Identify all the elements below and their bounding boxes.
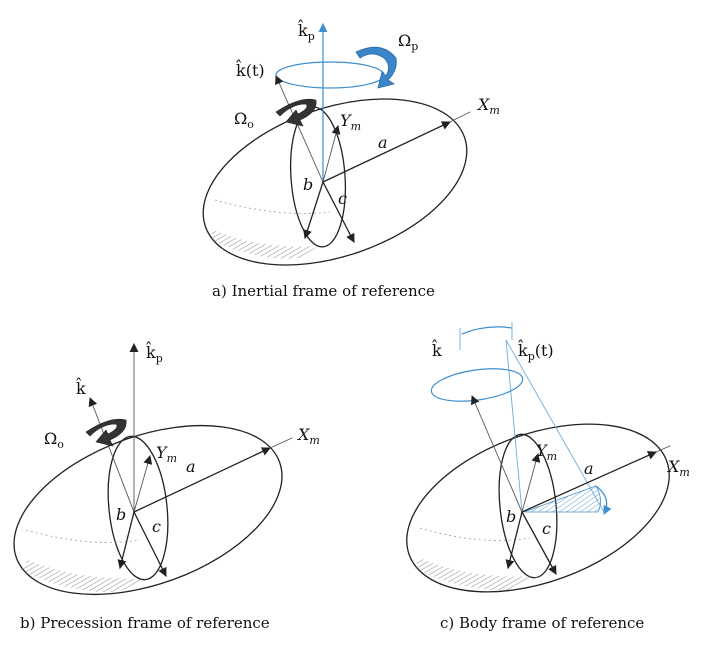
label-a: a xyxy=(378,133,388,152)
panel-c: k̂ k̂p(t) Ym Xm a b c c) Body frame of r… xyxy=(406,322,690,632)
label-omega-o: Ωo xyxy=(44,429,64,451)
panel-b: k̂p k̂ Ωo Ym Xm a b c b) Precession fram… xyxy=(13,342,320,632)
label-omega-p: Ωp xyxy=(398,31,418,53)
precession-circle xyxy=(275,61,385,89)
tilt-angle-arc xyxy=(461,326,513,335)
label-c: c xyxy=(152,517,161,536)
label-k: k̂ xyxy=(432,340,442,360)
ellipsoid-outline xyxy=(202,98,468,266)
label-a: a xyxy=(584,459,594,478)
caption-a: a) Inertial frame of reference xyxy=(212,282,435,300)
label-k: k̂ xyxy=(76,378,86,398)
label-kp: k̂p xyxy=(146,342,163,365)
label-ym: Ym xyxy=(340,111,361,133)
caption-c: c) Body frame of reference xyxy=(440,614,644,632)
body-axis xyxy=(88,397,135,513)
bottom-shadow xyxy=(208,230,318,259)
tilt-wedge xyxy=(523,485,601,513)
bottom-shadow xyxy=(414,558,540,591)
label-kpt: k̂p(t) xyxy=(518,340,554,363)
label-b: b xyxy=(116,505,126,524)
label-xm: Xm xyxy=(296,425,320,447)
label-kp: k̂p xyxy=(298,20,315,43)
ellipsoid-outline xyxy=(13,424,283,596)
label-ym: Ym xyxy=(156,443,177,465)
label-xm: Xm xyxy=(666,457,690,479)
omega-p-arrow xyxy=(355,46,397,89)
label-b: b xyxy=(303,175,313,194)
label-a: a xyxy=(186,457,196,476)
omega-o-arrow xyxy=(85,418,127,447)
label-ym: Ym xyxy=(536,441,557,463)
caption-b: b) Precession frame of reference xyxy=(20,614,270,632)
label-xm: Xm xyxy=(476,95,500,117)
label-kt: k̂(t) xyxy=(236,60,265,80)
bottom-shadow xyxy=(20,560,150,593)
body-axis xyxy=(471,395,523,513)
precession-axis xyxy=(505,339,523,513)
label-c: c xyxy=(338,189,347,208)
panel-a: k̂p Ωp k̂(t) Ωo Ym Xm a b c a) Inertial … xyxy=(202,20,500,300)
omega-o-arrow xyxy=(275,98,317,127)
label-c: c xyxy=(542,519,551,538)
body-axis xyxy=(275,75,324,183)
label-b: b xyxy=(506,507,516,526)
label-omega-o: Ωo xyxy=(234,109,254,131)
